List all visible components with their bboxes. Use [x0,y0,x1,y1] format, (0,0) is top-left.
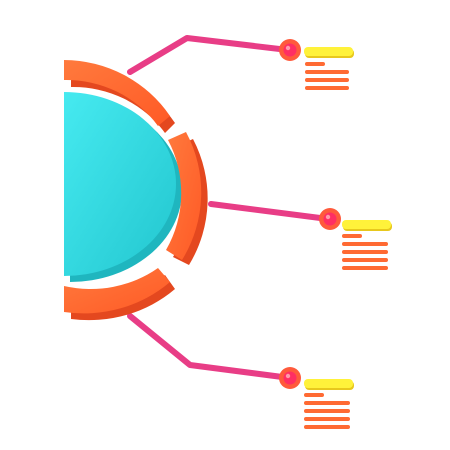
branch-middle [319,208,392,270]
text-line [304,425,350,429]
ring-segment-bottom [64,268,170,314]
outer-ring [64,60,208,321]
text-line [342,266,388,270]
semicircle-core [64,92,182,282]
semicircle-core-face [64,92,176,276]
text-line [304,409,350,413]
text-line [305,86,349,90]
node-marker-icon [279,39,301,61]
ring-segment-middle [166,132,202,260]
text-line [304,417,350,421]
node-marker-icon [319,208,341,230]
connector-line-bottom [127,313,293,381]
title-bar-face [304,379,353,388]
title-bar-face [342,220,391,229]
text-line [305,70,349,74]
text-line [305,62,325,66]
node-marker-icon [279,367,301,389]
text-line [342,234,362,238]
branch-top [279,39,354,90]
text-line [342,250,388,254]
text-line [305,78,349,82]
text-line [342,258,388,262]
branch-bottom [279,367,354,429]
connector-line-middle [208,201,331,222]
connector-line-top [127,35,291,75]
text-line [342,242,388,246]
title-bar-face [304,47,353,56]
ring-segment-top [64,60,170,126]
connector-lines [127,35,331,381]
text-line [304,401,350,405]
text-line [304,393,324,397]
